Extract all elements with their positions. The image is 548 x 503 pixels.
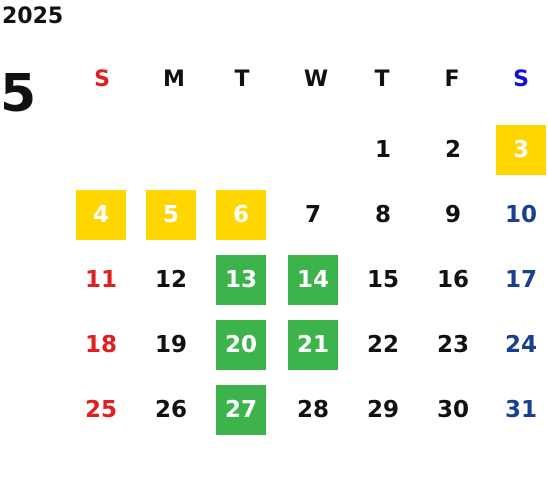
weekday-fri: F — [444, 67, 460, 92]
date-cell: 14 — [288, 255, 338, 305]
date-cell: 18 — [84, 332, 117, 358]
empty-date-cell — [288, 125, 338, 175]
date-cell: 20 — [216, 320, 266, 370]
date-cell: 29 — [366, 397, 399, 423]
weekday-mon: M — [163, 67, 185, 92]
empty-date-cell — [76, 125, 126, 175]
empty-date-cell — [146, 125, 196, 175]
date-cell: 8 — [374, 202, 391, 228]
date-cell: 5 — [146, 190, 196, 240]
weekday-sat: S — [513, 67, 529, 92]
date-cell: 23 — [436, 332, 469, 358]
date-cell: 16 — [436, 267, 469, 293]
date-cell: 21 — [288, 320, 338, 370]
weekday-tue: T — [234, 67, 250, 92]
date-cell: 11 — [84, 267, 117, 293]
date-cell: 10 — [504, 202, 537, 228]
date-cell: 6 — [216, 190, 266, 240]
date-cell: 17 — [504, 267, 537, 293]
date-cell: 15 — [366, 267, 399, 293]
date-cell: 4 — [76, 190, 126, 240]
date-cell: 7 — [304, 202, 321, 228]
date-cell: 31 — [504, 397, 537, 423]
date-cell: 24 — [504, 332, 537, 358]
date-cell: 25 — [84, 397, 117, 423]
date-cell: 26 — [154, 397, 187, 423]
weekday-wed: W — [303, 67, 329, 92]
date-cell: 3 — [496, 125, 546, 175]
date-cell: 12 — [154, 267, 187, 293]
month-label: 5 — [0, 64, 37, 124]
date-cell: 19 — [154, 332, 187, 358]
weekday-sun: S — [94, 67, 110, 92]
date-cell: 30 — [436, 397, 469, 423]
date-cell: 27 — [216, 385, 266, 435]
date-cell: 2 — [444, 137, 461, 163]
date-cell: 28 — [296, 397, 329, 423]
date-cell: 22 — [366, 332, 399, 358]
year-label: 2025 — [2, 4, 64, 29]
empty-date-cell — [216, 125, 266, 175]
date-cell: 1 — [374, 137, 391, 163]
date-cell: 13 — [216, 255, 266, 305]
weekday-thu: T — [374, 67, 390, 92]
date-cell: 9 — [444, 202, 461, 228]
